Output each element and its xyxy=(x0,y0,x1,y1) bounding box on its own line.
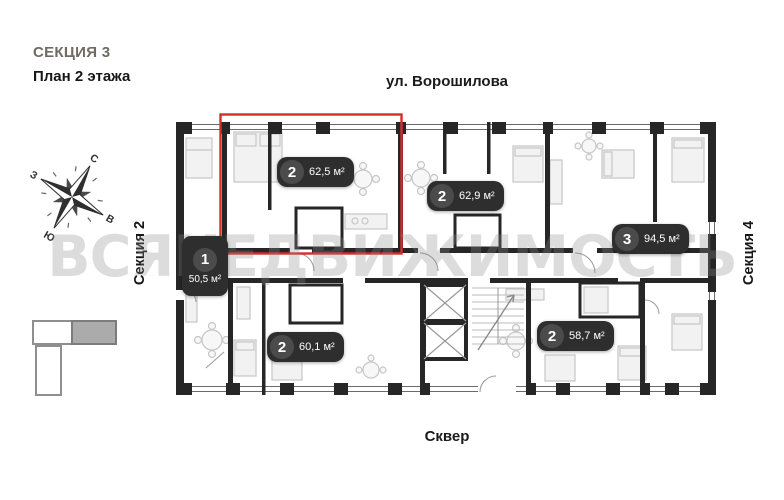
compass-west-label: З xyxy=(28,169,40,183)
apartment-rooms-count: 2 xyxy=(270,335,294,359)
apartment-rooms-count: 1 xyxy=(193,247,217,272)
apartment-area-label: 94,5 м² xyxy=(644,233,680,245)
footprint-section-2 xyxy=(32,320,73,345)
apartment-rooms-count: 3 xyxy=(615,227,639,251)
bathroom-partitions xyxy=(288,206,642,325)
apartment-badge-62-5[interactable]: 2 62,5 м² xyxy=(277,157,354,187)
apartment-badge-62-9[interactable]: 2 62,9 м² xyxy=(427,181,504,211)
section-title: СЕКЦИЯ 3 xyxy=(33,44,111,61)
apartment-area-label: 62,9 м² xyxy=(459,190,495,202)
apartment-badge-94-5[interactable]: 3 94,5 м² xyxy=(612,224,689,254)
park-label-bottom: Сквер xyxy=(424,428,470,445)
apartment-badge-58-7[interactable]: 2 58,7 м² xyxy=(537,321,614,351)
footprint-section-1 xyxy=(35,345,62,396)
elevator-icon xyxy=(422,283,468,361)
apartment-rooms-count: 2 xyxy=(540,324,564,348)
floor-plan-title: План 2 этажа xyxy=(33,68,131,85)
apartment-badge-50-5[interactable]: 1 50,5 м² xyxy=(182,236,228,296)
compass-east-label: В xyxy=(104,212,117,226)
apartment-area-label: 50,5 м² xyxy=(188,273,222,285)
highlight-rectangle xyxy=(219,113,403,255)
footprint-section-3-highlighted xyxy=(71,320,117,345)
apartment-area-label: 58,7 м² xyxy=(569,330,605,342)
apartment-badge-60-1[interactable]: 2 60,1 м² xyxy=(267,332,344,362)
building-footprint-map xyxy=(32,320,117,396)
street-label-top: ул. Ворошилова xyxy=(386,73,508,90)
apartment-rooms-count: 2 xyxy=(430,184,454,208)
compass-south-label: Ю xyxy=(41,229,57,245)
apartment-rooms-count: 2 xyxy=(280,160,304,184)
compass-rose-icon: С В Ю З xyxy=(28,152,117,245)
staircase-icon xyxy=(472,287,524,351)
apartment-area-label: 62,5 м² xyxy=(309,166,345,178)
apartment-area-label: 60,1 м² xyxy=(299,341,335,353)
compass-north-label: С xyxy=(88,152,101,166)
